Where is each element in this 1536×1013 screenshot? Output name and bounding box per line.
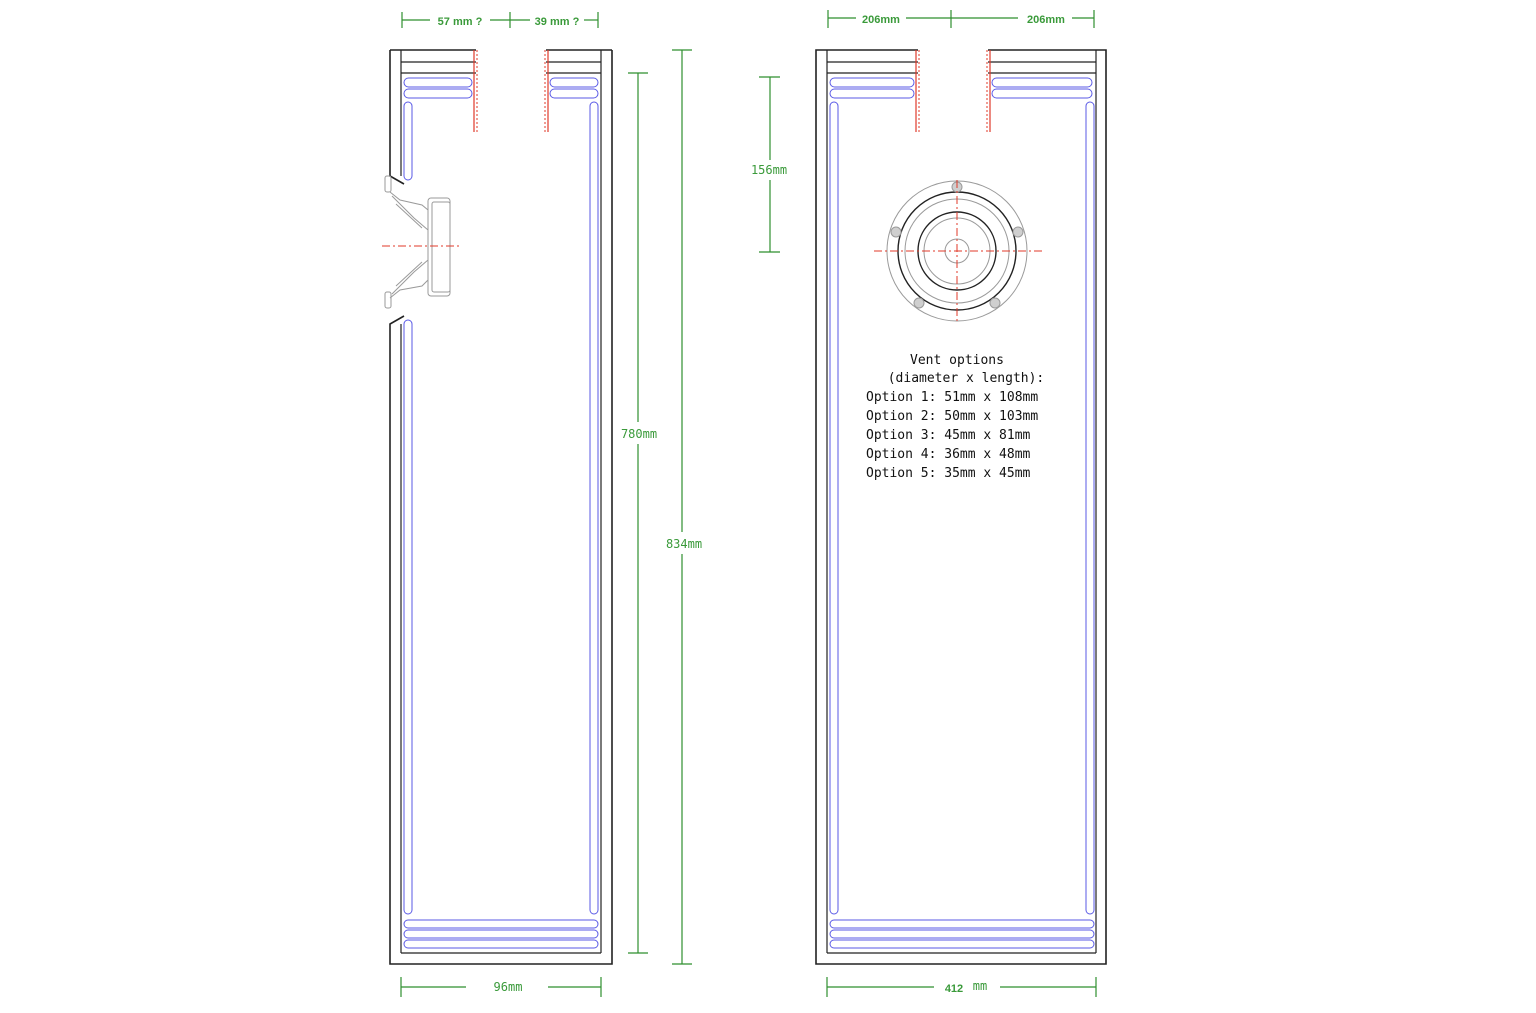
front-driver bbox=[874, 180, 1042, 324]
side-dim-width: 96mm bbox=[494, 980, 523, 994]
side-view: 57 mm ? 39 mm ? bbox=[382, 12, 702, 997]
front-top-dimension: 206mm 206mm bbox=[827, 10, 1095, 28]
vent-option-4: Option 4: 36mm x 48mm bbox=[866, 447, 1031, 462]
front-dim-width-unit: mm bbox=[973, 979, 987, 993]
vent-option-1: Option 1: 51mm x 108mm bbox=[866, 390, 1038, 405]
front-dim-driver-offset: 156mm bbox=[751, 163, 787, 177]
front-dim-top-left: 206mm bbox=[862, 14, 900, 26]
vent-option-2: Option 2: 50mm x 103mm bbox=[866, 409, 1038, 424]
vent-options-note: Vent options (diameter x length): Option… bbox=[866, 353, 1044, 481]
side-driver bbox=[382, 175, 462, 309]
front-driver-offset-dimension: 156mm bbox=[751, 76, 787, 253]
front-view: 206mm 206mm bbox=[751, 10, 1107, 997]
side-dim-top-left: 57 mm ? bbox=[438, 16, 483, 28]
side-dim-outer-height: 834mm bbox=[666, 537, 702, 551]
side-damping bbox=[403, 77, 599, 949]
side-top-dimension: 57 mm ? 39 mm ? bbox=[401, 12, 599, 28]
side-vents bbox=[473, 50, 549, 132]
front-cabinet bbox=[815, 49, 1107, 965]
side-height-dimensions: 780mm 834mm bbox=[621, 49, 702, 965]
vent-options-subtitle: (diameter x length): bbox=[888, 371, 1045, 386]
side-cabinet bbox=[389, 49, 613, 965]
front-dim-top-right: 206mm bbox=[1027, 14, 1065, 26]
front-damping bbox=[829, 77, 1095, 949]
front-width-dimension: 412 mm bbox=[826, 977, 1097, 997]
vent-options-title: Vent options bbox=[910, 353, 1004, 368]
side-dim-top-right: 39 mm ? bbox=[535, 16, 580, 28]
side-dim-inner-height: 780mm bbox=[621, 427, 657, 441]
vent-option-5: Option 5: 35mm x 45mm bbox=[866, 466, 1031, 481]
front-dim-width-value: 412 bbox=[945, 983, 963, 995]
vent-option-3: Option 3: 45mm x 81mm bbox=[866, 428, 1031, 443]
front-vents bbox=[915, 50, 991, 132]
side-width-dimension: 96mm bbox=[400, 977, 602, 997]
